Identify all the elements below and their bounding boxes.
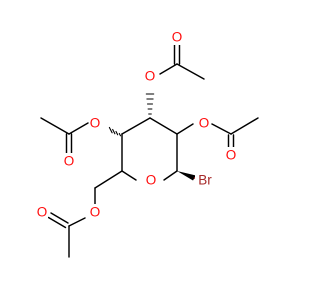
c6-ester-oxygen-label: O xyxy=(90,205,101,220)
atom-labels: O O O O O O O O O Br xyxy=(36,29,237,220)
bond-c2-c3 xyxy=(149,117,178,135)
wedge-bond-c1-bromine xyxy=(177,171,196,181)
bond-c5-ring-oxygen xyxy=(121,170,137,181)
molecule-structure: O O O O O O O O O Br xyxy=(36,29,259,258)
c4-ester-oxygen-label: O xyxy=(90,116,101,131)
c3-ester-oxygen-label: O xyxy=(145,69,156,84)
c3-carbonyl-oxygen-label: O xyxy=(172,30,183,45)
bond-c6-carbonyl-2 xyxy=(47,216,67,229)
hash-c4-oxygen-2 xyxy=(115,130,119,136)
bond-c6-carbonyl-1 xyxy=(50,212,69,224)
hash-c4-oxygen-1 xyxy=(118,132,122,137)
c6-carbonyl-oxygen-label: O xyxy=(37,205,48,220)
bond-ring-oxygen-c1 xyxy=(163,170,178,181)
structure-canvas: O O O O O O O O O Br xyxy=(36,29,259,258)
hash-c4-oxygen-4 xyxy=(108,126,113,134)
c2-ester-oxygen-label: O xyxy=(199,116,210,131)
bond-c3-ester-oxygen-carbon xyxy=(159,63,178,75)
bromine-label: Br xyxy=(198,173,212,188)
ring-oxygen-label: O xyxy=(146,173,157,188)
hash-c4-oxygen-3 xyxy=(112,128,116,135)
bond-c3-ester-methyl xyxy=(176,63,205,80)
c2-carbonyl-oxygen-label: O xyxy=(226,148,237,163)
bonds xyxy=(40,42,259,258)
bond-c2-ester-methyl xyxy=(230,117,259,135)
bond-c2-oxygen xyxy=(176,123,194,135)
bond-c6-ester-oxygen-carbon xyxy=(68,217,86,227)
bond-c3-c4 xyxy=(121,117,151,135)
bond-c5-c6 xyxy=(94,170,123,189)
bond-c2-ester-carbon xyxy=(211,123,232,135)
bond-c4-ester-oxygen-carbon xyxy=(68,122,89,135)
bond-c4-ester-methyl xyxy=(40,117,70,135)
c4-carbonyl-oxygen-label: O xyxy=(64,154,75,169)
